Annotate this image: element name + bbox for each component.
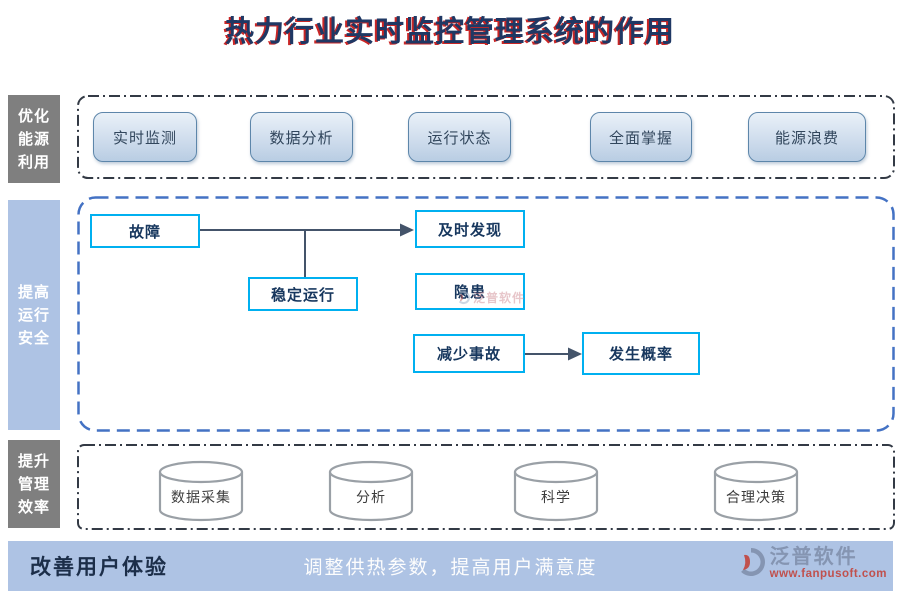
section-label-management: 提升 管理 效率 (8, 440, 60, 528)
section-label-line: 管理 (17, 475, 50, 493)
energy-item-full-grasp: 全面掌握 (590, 112, 692, 162)
section-label-line: 提高 (17, 283, 50, 301)
arrowhead-icon (400, 223, 414, 237)
database-cylinder-icon (513, 460, 599, 522)
fanpu-logo-icon (458, 290, 471, 305)
arrowhead-icon (568, 347, 582, 361)
flow-node-timely-detection: 及时发现 (415, 210, 525, 248)
flow-node-stable-operation: 稳定运行 (248, 277, 358, 311)
logo-url-text: www.fanpusoft.com (769, 568, 887, 580)
section-label-line: 提升 (17, 452, 50, 470)
fanpu-logo-icon (740, 548, 765, 576)
cylinder-label: 科学 (541, 489, 571, 505)
cylinder-rational-decision: 合理决策 (712, 460, 800, 524)
watermark: 泛普软件 (456, 289, 525, 306)
flow-node-fault: 故障 (90, 214, 200, 248)
energy-item-energy-waste: 能源浪费 (748, 112, 866, 162)
cylinder-label: 数据采集 (171, 489, 231, 505)
database-cylinder-icon (158, 460, 244, 522)
experience-bar: 改善用户体验 调整供热参数，提高用户满意度 泛普软件 www.fanpusoft… (8, 541, 893, 591)
flow-node-reduce-accidents: 减少事故 (413, 334, 525, 373)
energy-item-running-status: 运行状态 (408, 112, 511, 162)
section-label-line: 利用 (17, 153, 50, 171)
database-cylinder-icon (328, 460, 414, 522)
experience-label: 改善用户体验 (30, 556, 168, 579)
section-label-line: 效率 (17, 498, 50, 516)
section-label-line: 运行 (17, 306, 50, 324)
cylinder-data-collection: 数据采集 (157, 460, 245, 524)
database-cylinder-icon (713, 460, 799, 522)
cylinder-analysis: 分析 (327, 460, 415, 524)
logo-brand-text: 泛普软件 (769, 546, 858, 568)
cylinder-science: 科学 (512, 460, 600, 524)
energy-item-realtime-monitor: 实时监测 (93, 112, 197, 162)
flow-node-occurrence-probability: 发生概率 (582, 332, 700, 375)
watermark-brand: 泛普软件 (473, 291, 526, 305)
energy-item-data-analysis: 数据分析 (250, 112, 353, 162)
section-label-energy: 优化 能源 利用 (8, 95, 60, 183)
cylinder-label: 合理决策 (726, 489, 786, 505)
section-label-safety: 提高 运行 安全 (8, 200, 60, 430)
page-title: 热力行业实时监控管理系统的作用 (224, 16, 675, 48)
section-label-line: 优化 (17, 107, 50, 125)
section-label-line: 能源 (17, 130, 50, 148)
section-label-line: 安全 (17, 329, 50, 347)
experience-description: 调整供热参数，提高用户满意度 (303, 557, 598, 579)
fanpu-logo: 泛普软件 www.fanpusoft.com (735, 546, 887, 580)
cylinder-label: 分析 (356, 489, 386, 505)
